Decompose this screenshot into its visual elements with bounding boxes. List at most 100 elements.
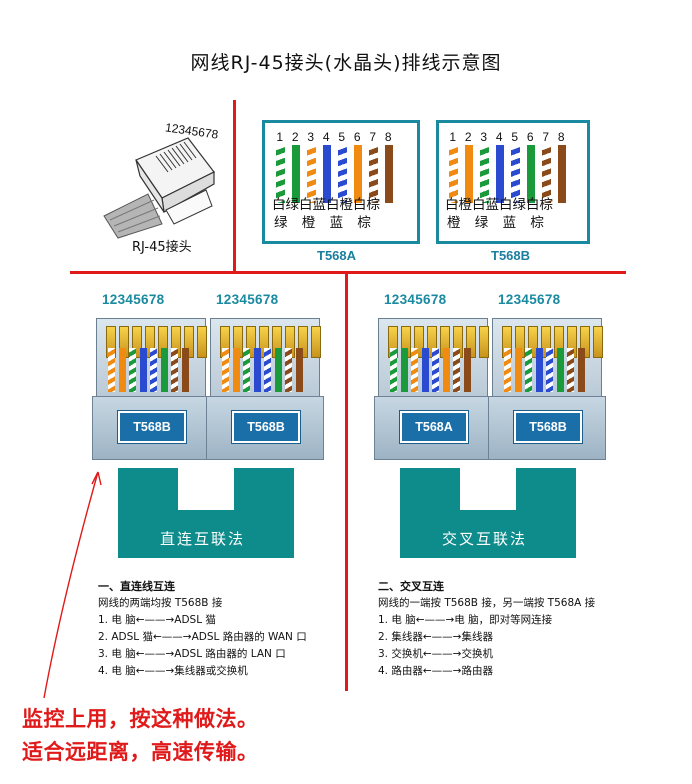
wire bbox=[384, 145, 393, 203]
wire bbox=[322, 145, 331, 203]
pin-number: 5 bbox=[338, 130, 346, 144]
crossover-cable-label: 交叉互联法 bbox=[442, 530, 528, 548]
list-item: 3. 交换机←——→交换机 bbox=[378, 648, 493, 660]
crossover-desc: 网线的一端按 T568B 接，另一端按 T568A 接 bbox=[378, 597, 596, 609]
connector-wires bbox=[504, 348, 585, 392]
pin-number: 5 bbox=[511, 130, 519, 144]
wire bbox=[514, 348, 522, 392]
wire bbox=[243, 348, 250, 392]
wire bbox=[525, 348, 532, 392]
wire bbox=[577, 348, 585, 392]
pin-number: 7 bbox=[542, 130, 550, 144]
pin-number: 8 bbox=[384, 130, 392, 144]
wire bbox=[150, 348, 157, 392]
wire bbox=[232, 348, 240, 392]
wire bbox=[108, 348, 115, 392]
wire bbox=[442, 348, 450, 392]
crossover-heading: 二、交叉互连 bbox=[378, 580, 444, 593]
connector-wires bbox=[108, 348, 189, 392]
wire bbox=[535, 348, 543, 392]
list-item: 1. 电 脑←——→ADSL 猫 bbox=[98, 614, 216, 626]
list-item: 4. 路由器←——→路由器 bbox=[378, 665, 493, 677]
wire bbox=[291, 145, 300, 203]
straight-cable-label: 直连互联法 bbox=[160, 530, 246, 548]
wire bbox=[504, 348, 511, 392]
connector-pins bbox=[388, 326, 489, 358]
connector-pin-numbers: 12345678 bbox=[498, 292, 561, 307]
connector-pin-numbers: 12345678 bbox=[384, 292, 447, 307]
pin-number: 2 bbox=[291, 130, 299, 144]
divider-horizontal bbox=[70, 271, 626, 274]
wire bbox=[546, 348, 553, 392]
wire bbox=[511, 145, 520, 203]
pin-number: 7 bbox=[369, 130, 377, 144]
wire bbox=[338, 145, 347, 203]
wire bbox=[369, 145, 378, 203]
wire bbox=[449, 145, 458, 203]
connector-pins bbox=[220, 326, 321, 358]
wire bbox=[464, 145, 473, 203]
wire bbox=[274, 348, 282, 392]
t568a-row1: 白绿白蓝白橙白棕 bbox=[272, 197, 380, 213]
wire bbox=[526, 145, 535, 203]
connector-wires bbox=[222, 348, 303, 392]
list-item: 2. ADSL 猫←——→ADSL 路由器的 WAN 口 bbox=[98, 631, 307, 643]
list-item: 2. 集线器←——→集线器 bbox=[378, 631, 493, 643]
wire bbox=[480, 145, 489, 203]
crossover-description: 二、交叉互连 网线的一端按 T568B 接，另一端按 T568A 接 1. 电 … bbox=[378, 578, 595, 680]
straight-heading: 一、直连线互连 bbox=[98, 580, 175, 593]
t568a-color-labels: 白绿白蓝白橙白棕 绿 橙 蓝 棕 bbox=[272, 196, 380, 232]
rj45-label: RJ-45接头 bbox=[132, 240, 192, 255]
connector-wires bbox=[390, 348, 471, 392]
pin-number: 1 bbox=[276, 130, 284, 144]
diagram-title: 网线RJ-45接头(水晶头)排线示意图 bbox=[190, 52, 502, 74]
wire bbox=[264, 348, 271, 392]
list-item: 3. 电 脑←——→ADSL 路由器的 LAN 口 bbox=[98, 648, 286, 660]
wire bbox=[285, 348, 292, 392]
divider-vertical-top bbox=[233, 100, 236, 272]
wire bbox=[253, 348, 261, 392]
pin-number: 6 bbox=[526, 130, 534, 144]
wire bbox=[118, 348, 126, 392]
t568b-caption: T568B bbox=[491, 248, 531, 263]
connector-tag: T568A bbox=[400, 411, 468, 443]
wire bbox=[463, 348, 471, 392]
connector-tag: T568B bbox=[232, 411, 300, 443]
t568b-row2: 橙 绿 蓝 棕 bbox=[447, 215, 549, 231]
wire bbox=[181, 348, 189, 392]
wire bbox=[495, 145, 504, 203]
wire bbox=[222, 348, 229, 392]
t568a-wire-sequence bbox=[276, 145, 393, 203]
pin-number: 4 bbox=[495, 130, 503, 144]
wire bbox=[307, 145, 316, 203]
straight-desc: 网线的两端均按 T568B 接 bbox=[98, 597, 223, 609]
pin-number: 3 bbox=[480, 130, 488, 144]
wire bbox=[276, 145, 285, 203]
connector-pin-numbers: 12345678 bbox=[102, 292, 165, 307]
red-note: 监控上用，按这种做法。 适合远距离，高速传输。 bbox=[22, 702, 259, 768]
list-item: 1. 电 脑←——→电 脑，即对等网连接 bbox=[378, 614, 553, 626]
pin-number: 1 bbox=[449, 130, 457, 144]
t568a-caption: T568A bbox=[317, 248, 357, 263]
pin-number: 2 bbox=[464, 130, 472, 144]
t568b-wire-sequence bbox=[449, 145, 566, 203]
wire bbox=[129, 348, 136, 392]
pin-number: 3 bbox=[307, 130, 315, 144]
wire bbox=[171, 348, 178, 392]
crossover-cable-gap bbox=[460, 468, 516, 510]
connector-pins bbox=[502, 326, 603, 358]
pin-number: 8 bbox=[557, 130, 565, 144]
wire bbox=[567, 348, 574, 392]
wire bbox=[432, 348, 439, 392]
wire bbox=[421, 348, 429, 392]
wire bbox=[353, 145, 362, 203]
wire bbox=[295, 348, 303, 392]
connector-tag: T568B bbox=[514, 411, 582, 443]
wire bbox=[400, 348, 408, 392]
wire bbox=[556, 348, 564, 392]
wire bbox=[139, 348, 147, 392]
connector-pin-numbers: 12345678 bbox=[216, 292, 279, 307]
list-item: 4. 电 脑←——→集线器或交换机 bbox=[98, 665, 248, 677]
